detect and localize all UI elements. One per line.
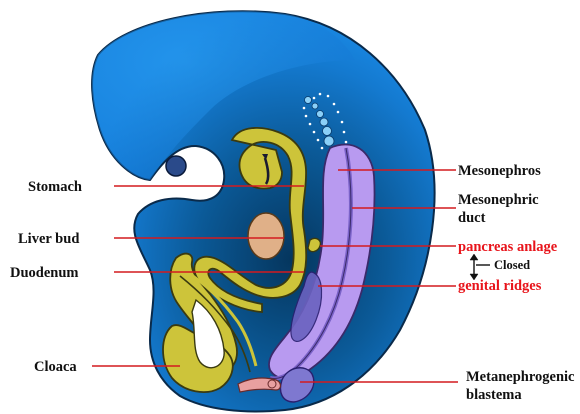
optic-vesicle — [166, 156, 186, 176]
embryo-body — [92, 11, 434, 411]
label-closed: Closed — [494, 258, 530, 272]
label-mesonephros: Mesonephros — [458, 163, 541, 179]
label-mesonephric-duct-line1: Mesonephric — [458, 192, 539, 208]
liver-bud — [248, 213, 284, 259]
label-metanephrogenic-line1: Metanephrogenic — [466, 369, 575, 385]
label-stomach: Stomach — [28, 179, 82, 195]
label-genital-ridges: genital ridges — [458, 278, 542, 294]
label-metanephrogenic-line2: blastema — [466, 387, 522, 403]
label-duodenum: Duodenum — [10, 265, 79, 281]
label-cloaca: Cloaca — [34, 359, 77, 375]
label-pancreas-anlage: pancreas anlage — [458, 239, 558, 255]
label-mesonephric-duct-line2: duct — [458, 210, 486, 226]
closed-arrow-icon — [470, 254, 490, 280]
label-liver-bud: Liver bud — [18, 231, 79, 247]
